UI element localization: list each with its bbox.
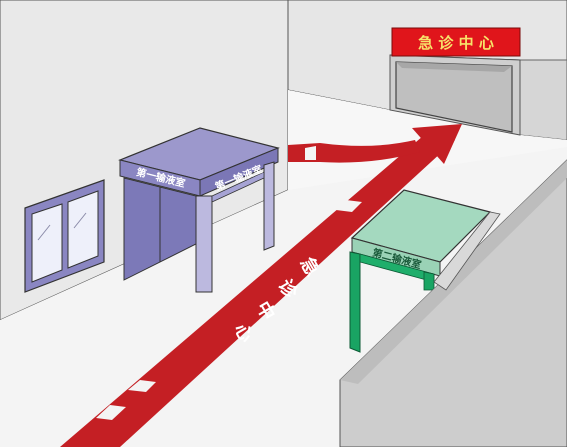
infusion-room-2: 第二输液室 xyxy=(349,189,492,353)
floor-arrow-branch xyxy=(288,140,420,163)
floor-arrow xyxy=(60,124,462,447)
floor-arrow-main xyxy=(60,130,455,447)
floor-arrow-head xyxy=(412,124,462,164)
emergency-center-sign: 急 诊 中 心 xyxy=(391,27,521,57)
right-wall xyxy=(519,59,567,141)
infusion-room-1: 第一输液室 第一输液室 xyxy=(118,127,280,293)
emergency-doorway xyxy=(389,54,521,136)
wall-window xyxy=(24,179,105,293)
foreground-block xyxy=(339,159,567,447)
emergency-center-sign-text: 急 诊 中 心 xyxy=(418,34,494,52)
